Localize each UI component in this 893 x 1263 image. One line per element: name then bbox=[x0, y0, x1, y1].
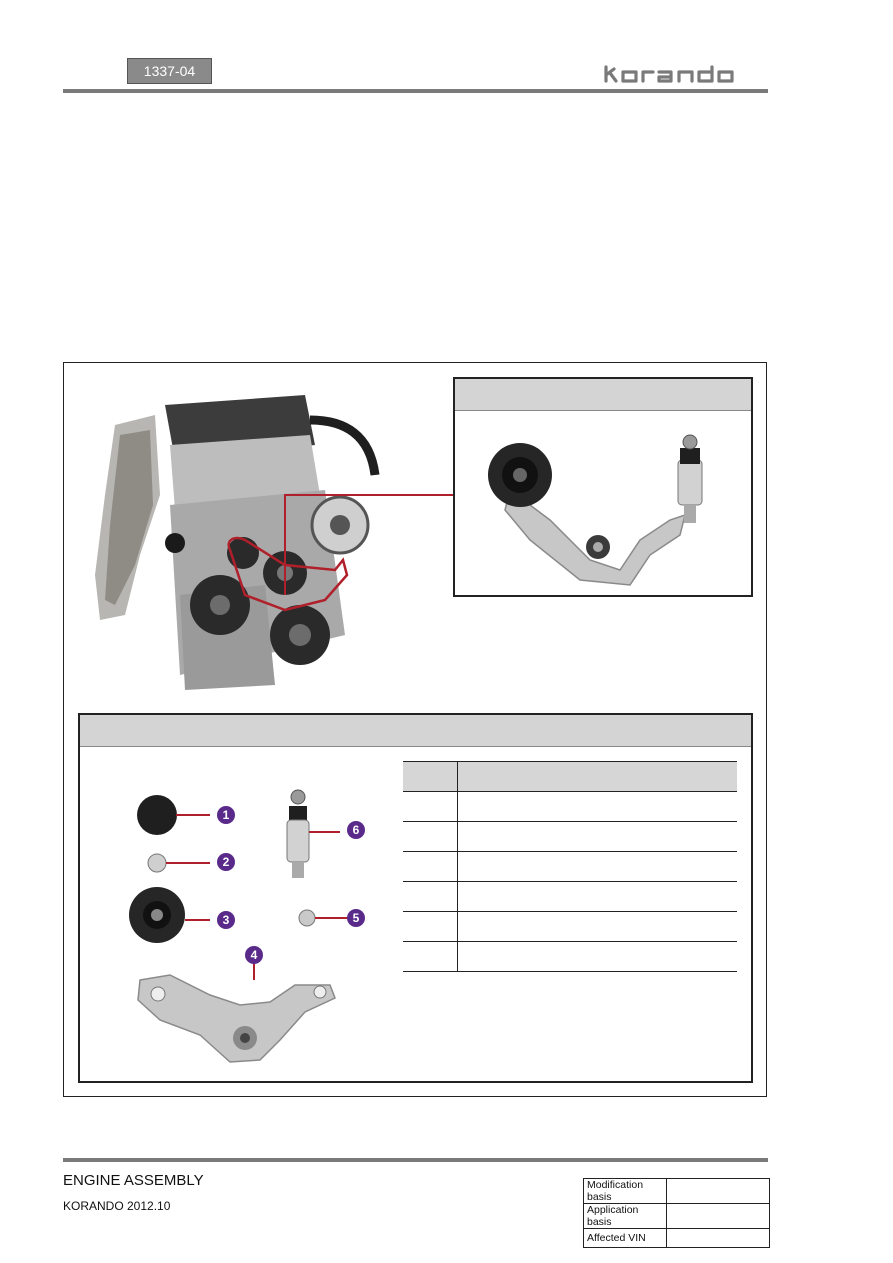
revision-basis-table: Modification basis Application basis Aff… bbox=[583, 1178, 770, 1248]
callout-3: 3 bbox=[217, 911, 235, 929]
modification-basis-value bbox=[666, 1178, 770, 1204]
korando-logo bbox=[604, 65, 734, 83]
table-cell bbox=[457, 791, 737, 822]
callout-6: 6 bbox=[347, 821, 365, 839]
callout-2: 2 bbox=[217, 853, 235, 871]
table-cell bbox=[457, 911, 737, 942]
table-header-row bbox=[403, 761, 737, 792]
application-basis-label: Application basis bbox=[583, 1203, 667, 1229]
tensioner-assembly-photo bbox=[488, 434, 703, 586]
table-row bbox=[403, 911, 737, 942]
table-cell bbox=[457, 941, 737, 972]
components-photo bbox=[129, 789, 348, 1063]
table-row bbox=[403, 881, 737, 912]
table-row bbox=[403, 941, 737, 972]
table-cell bbox=[403, 911, 458, 942]
table-row: Application basis bbox=[583, 1203, 770, 1229]
inset-panel-title bbox=[455, 379, 751, 411]
table-cell bbox=[403, 821, 458, 852]
table-row: Modification basis bbox=[583, 1178, 770, 1204]
table-cell bbox=[457, 851, 737, 882]
footer-rule bbox=[63, 1158, 768, 1162]
page-code: 1337-04 bbox=[127, 58, 212, 84]
callout-1: 1 bbox=[217, 806, 235, 824]
table-cell bbox=[403, 941, 458, 972]
engine-photo bbox=[95, 395, 380, 690]
components-panel-title bbox=[80, 715, 751, 747]
affected-vin-label: Affected VIN bbox=[583, 1228, 667, 1248]
table-cell bbox=[403, 881, 458, 912]
figure-frame bbox=[63, 362, 767, 1097]
table-cell bbox=[403, 851, 458, 882]
parts-table bbox=[403, 761, 737, 972]
document-info: KORANDO 2012.10 bbox=[63, 1199, 171, 1213]
table-header-no bbox=[403, 761, 458, 792]
table-row bbox=[403, 851, 737, 882]
table-row bbox=[403, 791, 737, 822]
table-cell bbox=[403, 791, 458, 822]
section-title: ENGINE ASSEMBLY bbox=[63, 1172, 204, 1189]
application-basis-value bbox=[666, 1203, 770, 1229]
leader-line bbox=[284, 494, 453, 595]
table-row bbox=[403, 821, 737, 852]
affected-vin-value bbox=[666, 1228, 770, 1248]
callout-4: 4 bbox=[245, 946, 263, 964]
table-header-description bbox=[457, 761, 737, 792]
table-row: Affected VIN bbox=[583, 1228, 770, 1248]
header-rule bbox=[63, 89, 768, 93]
table-cell bbox=[457, 881, 737, 912]
modification-basis-label: Modification basis bbox=[583, 1178, 667, 1204]
table-cell bbox=[457, 821, 737, 852]
callout-5: 5 bbox=[347, 909, 365, 927]
